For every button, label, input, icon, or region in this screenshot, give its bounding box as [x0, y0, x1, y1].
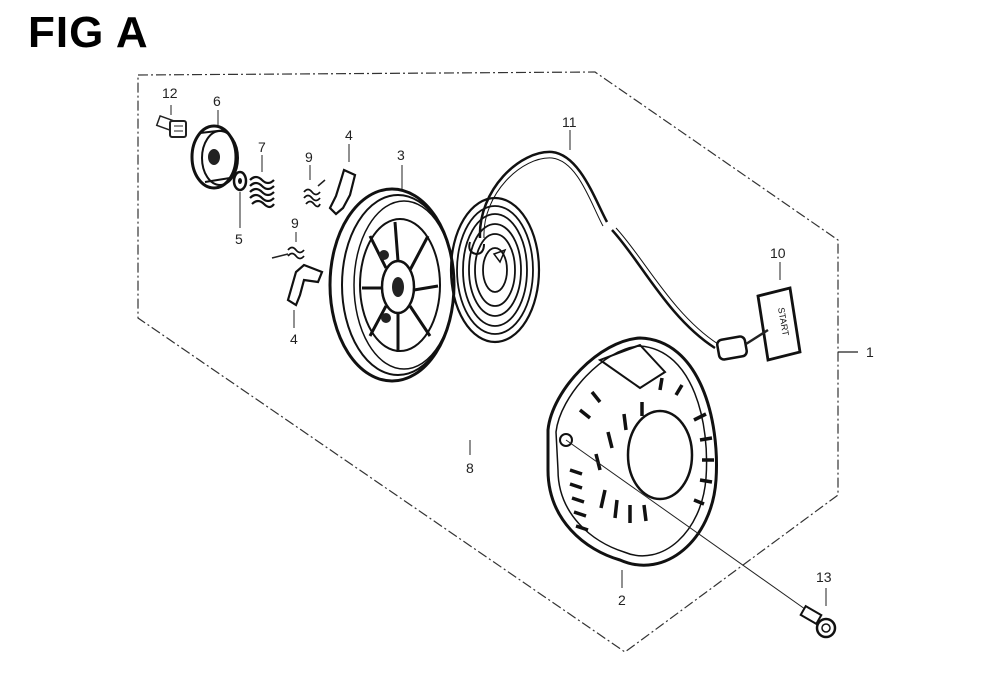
- callout-1: 1: [866, 344, 874, 360]
- callout-9-lower: 9: [291, 215, 299, 231]
- callout-11: 11: [562, 114, 577, 130]
- part-10-starter-grip: START: [716, 262, 802, 362]
- part-4-ratchet-lower: [286, 263, 324, 328]
- callout-10: 10: [770, 245, 786, 261]
- callout-12: 12: [162, 85, 178, 101]
- callout-4-lower: 4: [290, 331, 298, 347]
- callout-2: 2: [618, 592, 626, 608]
- callout-6: 6: [213, 93, 221, 109]
- part-2-starter-case: [546, 336, 718, 588]
- callout-4-upper: 4: [345, 127, 353, 143]
- assembly-outline: [137, 71, 839, 653]
- callout-9-upper: 9: [305, 149, 313, 165]
- part-12-screw: [155, 105, 187, 138]
- part-13-bolt: [799, 588, 837, 639]
- part-7-spring: [249, 155, 275, 209]
- callout-8: 8: [466, 460, 474, 476]
- part-8-recoil-spring: [449, 196, 541, 455]
- callout-13: 13: [816, 569, 832, 585]
- part-3-reel-pulley: [328, 165, 456, 383]
- figure-title: FIG A: [28, 8, 149, 57]
- part-9-small-spring-lower: [271, 232, 305, 260]
- callout-3: 3: [397, 147, 405, 163]
- part-5-washer: [232, 170, 248, 228]
- part-11-starter-rope: [468, 130, 719, 350]
- callout-7: 7: [258, 139, 266, 155]
- callout-5: 5: [235, 231, 243, 247]
- part-9-small-spring-upper: [303, 165, 326, 208]
- grip-start-text: START: [776, 307, 791, 337]
- part-6-friction-plate: [190, 110, 239, 190]
- part-4-ratchet-upper: [328, 144, 357, 216]
